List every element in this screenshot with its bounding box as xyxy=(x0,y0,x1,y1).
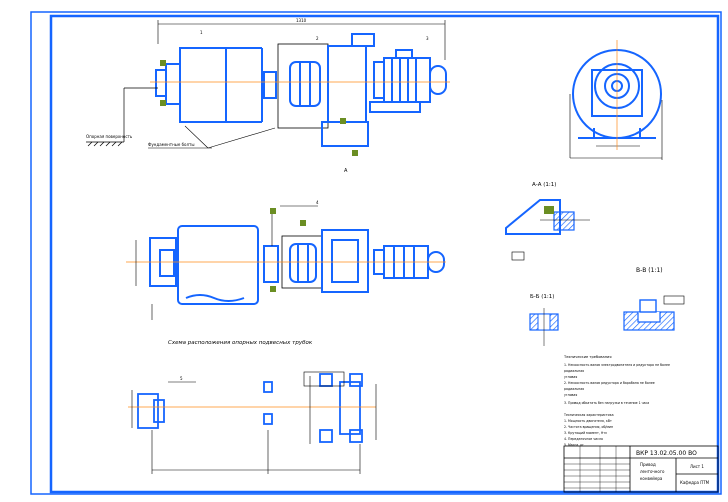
inner-frame xyxy=(49,14,720,494)
coupling-plan xyxy=(289,243,317,283)
section-c xyxy=(623,295,685,331)
svg-text:угловая: угловая xyxy=(564,375,577,379)
pos-2: 2 xyxy=(316,36,319,41)
technical-requirements: Технические требования 1. Несоосность ва… xyxy=(563,355,670,447)
svg-text:радиальная: радиальная xyxy=(564,369,584,373)
front-view xyxy=(155,20,447,147)
svg-text:радиальная: радиальная xyxy=(564,387,584,391)
svg-text:Технические требования: Технические требования xyxy=(563,355,612,359)
svg-text:угловая: угловая xyxy=(564,393,577,397)
gearbox xyxy=(327,45,367,123)
drawing-name-3: конвейера xyxy=(640,476,663,481)
overall-dim: 1310 xyxy=(296,18,307,23)
section-a xyxy=(505,199,590,261)
ground-symbol xyxy=(86,87,158,147)
ground-note: Опорная поверхность xyxy=(86,134,133,139)
outer-frame xyxy=(30,11,722,495)
drawing-name-1: Привод xyxy=(640,462,656,467)
pos-4: 4 xyxy=(316,200,319,205)
mark-a: А xyxy=(344,168,348,174)
pos-1: 1 xyxy=(200,30,203,35)
drum-plan xyxy=(177,225,259,305)
svg-text:3. Привод обкатать без нагрузк: 3. Привод обкатать без нагрузки в течени… xyxy=(564,401,649,405)
svg-text:1. Мощность двигателя, кВт: 1. Мощность двигателя, кВт xyxy=(564,419,612,423)
svg-text:2. Несоосность валов редуктора: 2. Несоосность валов редуктора и барабан… xyxy=(564,381,655,385)
section-c-label: В-В (1:1) xyxy=(636,267,663,274)
svg-text:Техническая характеристика: Техническая характеристика xyxy=(563,413,614,417)
plan-view xyxy=(149,225,445,305)
pos-5: 5 xyxy=(180,376,183,381)
organization: Кафедра ПТМ xyxy=(680,480,710,485)
section-a-label: А-А (1:1) xyxy=(532,182,556,188)
svg-text:4. Передаточное число: 4. Передаточное число xyxy=(564,437,603,441)
title-block xyxy=(563,445,719,493)
svg-text:5. Масса, кг: 5. Масса, кг xyxy=(564,443,584,447)
svg-text:3. Крутящий момент, Н·м: 3. Крутящий момент, Н·м xyxy=(564,431,607,435)
section-b-label: Б-Б (1:1) xyxy=(530,294,554,300)
foundation-view xyxy=(137,373,363,443)
drum xyxy=(179,47,227,123)
pos-3: 3 xyxy=(426,36,429,41)
section-b xyxy=(529,308,559,346)
anchors-note: Фундаментные болты xyxy=(148,142,195,147)
sheet-number: Лист 1 xyxy=(690,464,704,469)
scheme-note: Схема расположения опорных подвесных тру… xyxy=(168,340,313,346)
coupling xyxy=(289,61,321,107)
svg-text:1. Несоосность валов электродв: 1. Несоосность валов электродвигателя и … xyxy=(564,363,670,367)
drawing-designation: ВКР 13.02.05.00 ВО xyxy=(636,450,697,457)
svg-text:2. Частота вращения, об/мин: 2. Частота вращения, об/мин xyxy=(564,425,613,429)
gearbox-plan xyxy=(321,229,369,293)
drawing-name-2: ленточного xyxy=(640,469,665,474)
